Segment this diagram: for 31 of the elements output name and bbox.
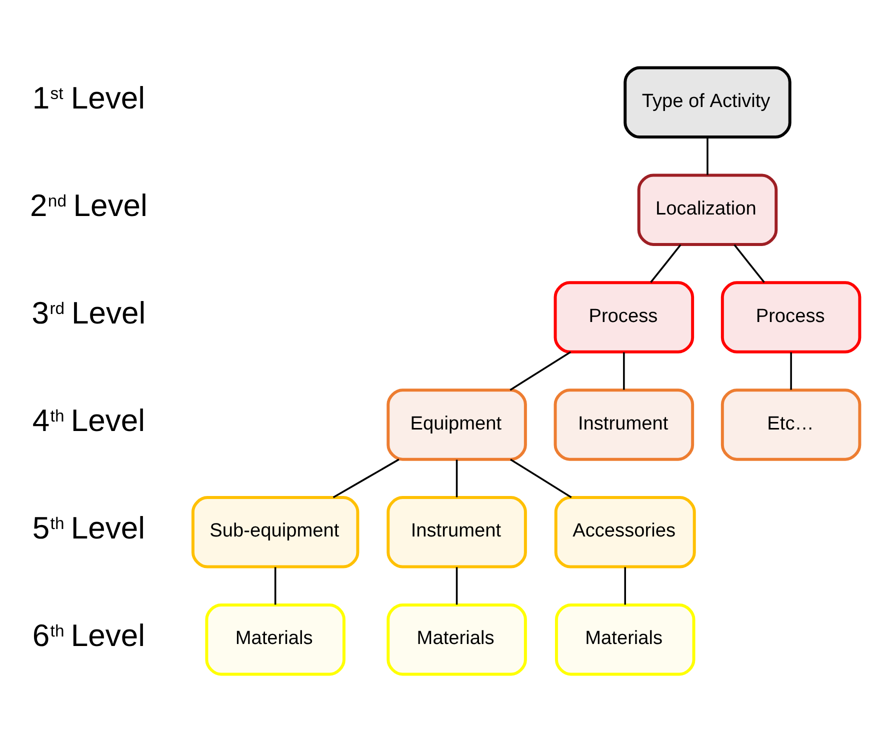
label: 2$^{nd}$ Level — [30, 188, 148, 224]
connector — [456, 460, 458, 498]
label: 3$^{rd}$ Level — [32, 296, 146, 331]
connector — [510, 351, 572, 391]
connector — [332, 458, 400, 498]
node-box: Type of Activity — [624, 66, 792, 138]
label: 1$^{st}$ Level — [32, 80, 146, 116]
node-box: Materials — [386, 604, 527, 676]
label: 4$^{th}$ Level — [32, 403, 146, 438]
connector — [706, 137, 708, 175]
node-box: Instrument — [554, 388, 694, 461]
connector — [734, 244, 765, 283]
node-box: Materials — [554, 604, 696, 676]
node-box: Accessories — [554, 496, 696, 568]
node-box: Equipment — [386, 388, 527, 461]
connector — [790, 352, 792, 390]
node-box: Sub-equipment — [191, 496, 360, 568]
connector — [624, 567, 626, 605]
node-box: Materials — [205, 604, 346, 676]
node-box: Instrument — [386, 496, 527, 568]
label: 5$^{th}$ Level — [32, 510, 146, 546]
connector — [456, 567, 458, 605]
connector — [274, 567, 276, 605]
connector — [623, 352, 625, 390]
node-box: Process — [720, 281, 862, 354]
node-box: Etc… — [720, 388, 862, 461]
node-box: Localization — [637, 174, 778, 246]
connector — [650, 244, 682, 283]
connector — [510, 458, 572, 498]
node-box: Process — [554, 281, 694, 354]
label: 6$^{th}$ Level — [32, 618, 146, 653]
